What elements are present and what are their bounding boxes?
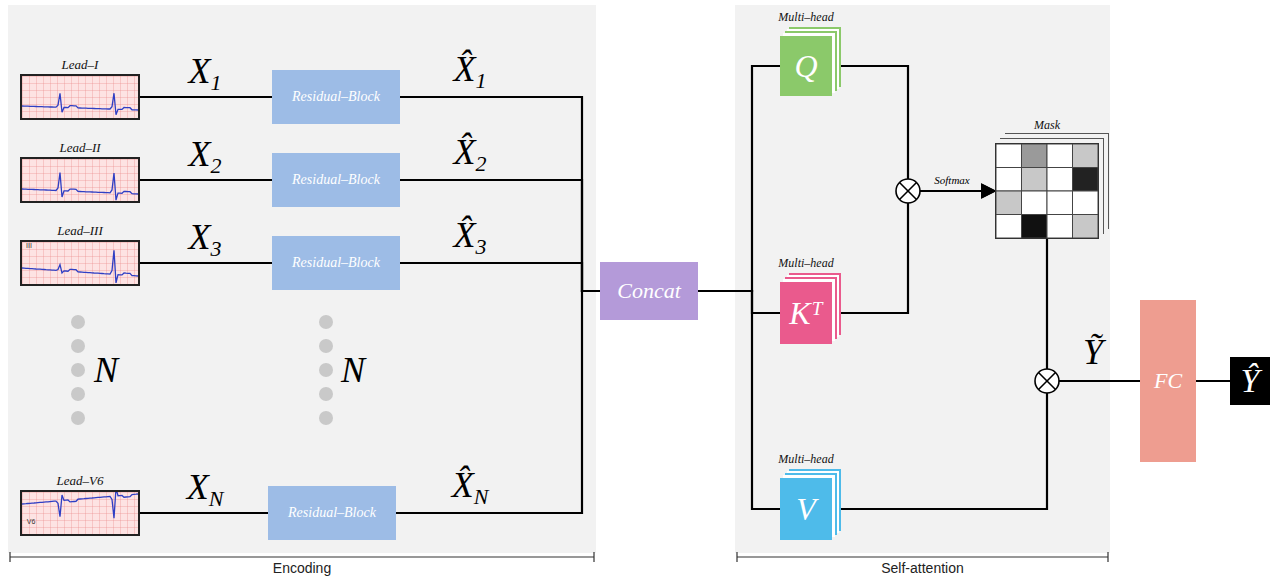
edge-label: X̂N [452, 464, 489, 510]
ecg-trace [22, 76, 138, 118]
box-label: FC [1154, 368, 1182, 394]
shape-heading: Multi–head [750, 10, 862, 25]
lead-tag: III [26, 242, 32, 249]
shape-heading: Multi–head [750, 452, 862, 467]
residual-block: Residual–Block [268, 486, 396, 540]
shape-heading: Lead–V6 [0, 473, 168, 489]
box-label: V [796, 491, 816, 528]
box-label: Residual–Block [292, 255, 380, 271]
lead-tag: V6 [27, 518, 36, 525]
encoding-panel-bg [8, 5, 596, 553]
connector [698, 291, 780, 509]
connector [832, 191, 995, 313]
connector [140, 512, 268, 514]
connector [698, 291, 780, 313]
edge-label: Ỹ [1083, 331, 1103, 373]
connector [832, 66, 995, 191]
key-box: Multi–headKᵀ [780, 282, 832, 344]
ecg-trace [22, 492, 138, 534]
connector [400, 180, 600, 291]
shape-heading: Lead–I [0, 57, 168, 73]
box-label: Kᵀ [789, 295, 823, 332]
ecg-lead: Lead–V6 [20, 490, 140, 536]
residual-block: Residual–Block [272, 236, 400, 290]
ecg-lead: Lead–I [20, 74, 140, 120]
ellipsis-dots [71, 315, 333, 425]
connector [396, 291, 600, 513]
ecg-lead: Lead–III [20, 240, 140, 286]
shape-heading: Lead–III [0, 223, 168, 239]
section-label: Encoding [0, 560, 626, 576]
box-label: Q [794, 48, 817, 85]
connector [140, 262, 272, 264]
edge-label: X3 [189, 216, 222, 262]
query-box: Multi–headQ [780, 36, 832, 96]
ecg-trace [22, 242, 138, 284]
residual-block: Residual–Block [272, 153, 400, 207]
attention-panel: Self-attentionMulti–headQMaskMulti–headK… [735, 5, 1110, 553]
multiply-symbol [896, 179, 1059, 393]
connector [400, 97, 600, 291]
edge-label: X̂1 [454, 48, 487, 94]
edge-label: X1 [189, 50, 222, 96]
connector [1196, 380, 1230, 382]
concat-box: Concat [600, 262, 698, 320]
box-label: Ŷ [1241, 362, 1260, 400]
attention-panel-bg [735, 5, 1110, 553]
ecg-trace [22, 159, 138, 201]
box-label: Concat [617, 278, 681, 304]
connector [1047, 239, 1140, 381]
box-label: Residual–Block [292, 89, 380, 105]
section-label: Self-attention [705, 560, 1140, 576]
connector [832, 381, 1140, 509]
ecg-lead: Lead–II [20, 157, 140, 203]
box-label: Residual–Block [292, 172, 380, 188]
edge-label: X2 [189, 133, 222, 179]
edge-label: X̂2 [454, 131, 487, 177]
shape-heading: Mask [966, 118, 1128, 133]
count-symbol: N [94, 349, 118, 391]
encoding-panel: EncodingLead–IResidual–BlockLead–IIResid… [8, 5, 596, 553]
box-label: Residual–Block [288, 505, 376, 521]
mask-grid [996, 144, 1098, 238]
value-box: Multi–headV [780, 478, 832, 540]
connector [140, 96, 272, 98]
shape-heading: Multi–head [750, 256, 862, 271]
edge-label: XN [187, 466, 224, 512]
count-symbol: N [341, 349, 365, 391]
connector [698, 66, 780, 291]
connector [140, 179, 272, 181]
attention-mask: Mask [995, 143, 1099, 239]
edge-label: Softmax [934, 174, 969, 186]
edge-label: X̂3 [454, 214, 487, 260]
shape-heading: Lead–II [0, 140, 168, 156]
fc-layer: FC [1140, 300, 1196, 462]
connector [400, 263, 600, 291]
residual-block: Residual–Block [272, 70, 400, 124]
output-box: Ŷ [1230, 357, 1270, 405]
